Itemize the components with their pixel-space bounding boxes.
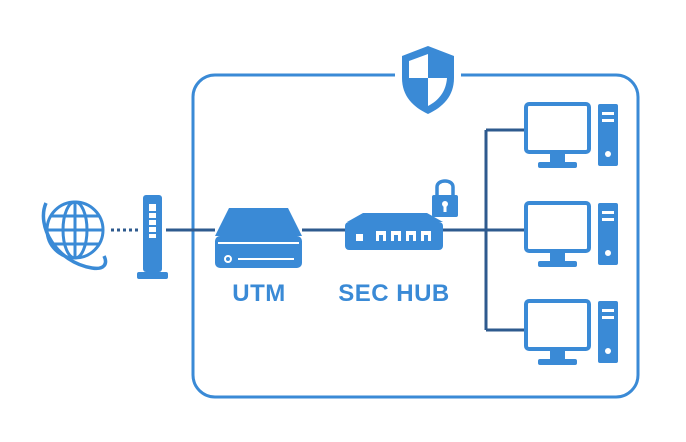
desktop-computer-icon <box>524 299 618 365</box>
lock-icon <box>432 179 458 217</box>
desktop-computer-icon <box>524 201 618 267</box>
desktop-computer-icon <box>524 102 618 168</box>
shield-icon <box>395 46 461 116</box>
modem-icon <box>137 195 168 279</box>
utm-device-icon <box>215 208 302 268</box>
connections <box>111 128 525 332</box>
sec-hub-label: SEC HUB <box>338 280 450 307</box>
utm-label: UTM <box>232 280 286 307</box>
globe-icon <box>41 200 108 271</box>
sec-hub-switch-icon <box>345 213 443 250</box>
